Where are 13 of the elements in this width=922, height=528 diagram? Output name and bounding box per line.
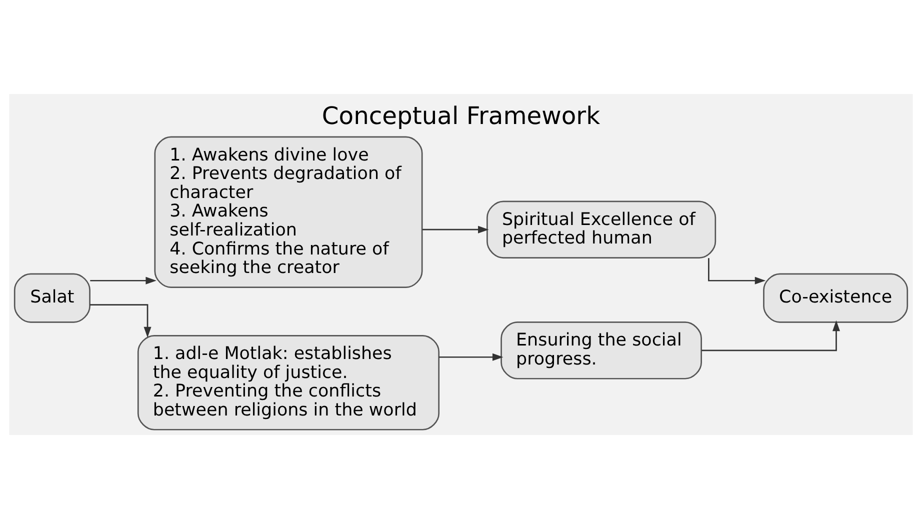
arrow xyxy=(90,276,156,284)
node-box: Spiritual Excellence of perfected human xyxy=(486,200,716,258)
arrow xyxy=(90,304,152,338)
node-box: 1. adl-e Motlak: establishes the equality of justice. 2. Preventing the conflicts between religions in the world xyxy=(137,334,440,430)
node-box: Ensuring the social progress. xyxy=(500,321,702,379)
arrow xyxy=(438,352,504,360)
diagram-title: Conceptual Framework xyxy=(322,102,600,130)
arrow xyxy=(422,225,489,233)
node-box: 1. Awakens divine love 2. Prevents degradation of character 3. Awakens self-realization 4. Confirms the nature of seeking the creator xyxy=(154,136,423,288)
node-box: Salat xyxy=(14,272,90,322)
arrow xyxy=(702,320,840,351)
arrow xyxy=(708,258,766,284)
node-box: Co-existence xyxy=(763,272,908,322)
